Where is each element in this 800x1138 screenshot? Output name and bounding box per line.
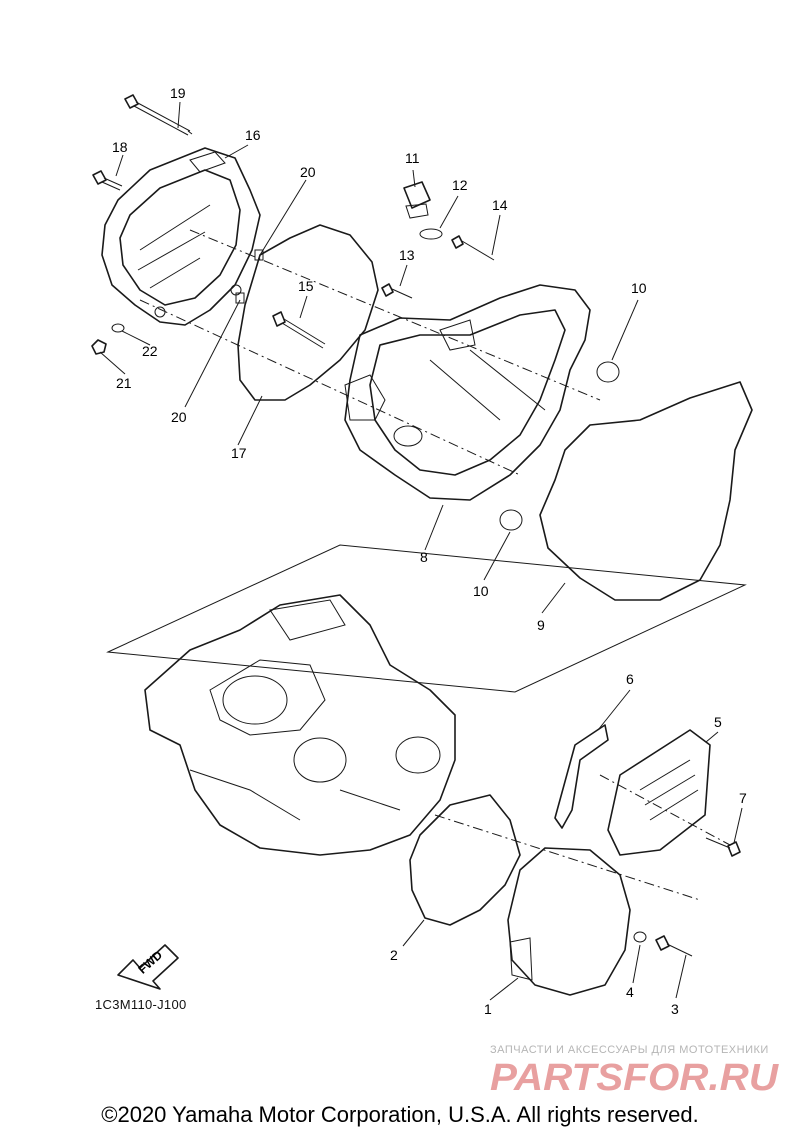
crankcase-cover-right <box>344 284 591 501</box>
bolt-15 <box>272 311 326 349</box>
callout-14: 14 <box>492 197 508 213</box>
copyright-notice: ©2020 Yamaha Motor Corporation, U.S.A. A… <box>101 1102 699 1127</box>
callout-10-lower: 10 <box>473 583 489 599</box>
callout-13: 13 <box>399 247 415 263</box>
screw-7 <box>705 837 741 857</box>
callout-9: 9 <box>537 617 545 633</box>
crankcase-block <box>144 594 456 856</box>
callout-20-top: 20 <box>300 164 316 180</box>
callout-5: 5 <box>714 714 722 730</box>
callout-1: 1 <box>484 1001 492 1017</box>
callout-labels: 19 18 16 20 22 21 20 17 11 12 14 13 15 1… <box>112 85 747 1017</box>
fwd-label: FWD <box>135 948 165 977</box>
callout-15: 15 <box>298 278 314 294</box>
callout-6: 6 <box>626 671 634 687</box>
callout-2: 2 <box>390 947 398 963</box>
o-ring-12 <box>419 228 443 240</box>
clutch-cover-gasket <box>237 224 379 401</box>
alignment-line-lower <box>434 774 731 901</box>
washer-22 <box>111 323 125 333</box>
crankcase-cover-gasket <box>539 381 753 601</box>
watermark-tagline: ЗАПЧАСТИ И АКСЕССУАРЫ ДЛЯ МОТОТЕХНИКИ <box>490 1044 769 1056</box>
watermark-logo-text: PARTSFOR.RU <box>490 1057 780 1098</box>
bolt-14 <box>451 235 495 261</box>
alignment-line-upper <box>139 229 601 476</box>
generator-cover-1 <box>507 847 631 996</box>
callout-19: 19 <box>170 85 186 101</box>
callout-21: 21 <box>116 375 132 391</box>
callout-8: 8 <box>420 549 428 565</box>
diagram-code: 1C3M110-J100 <box>95 997 187 1012</box>
bolt-21 <box>91 339 107 355</box>
washer-4 <box>633 931 647 943</box>
fwd-arrow-icon: FWD <box>117 944 179 990</box>
callout-20-bottom: 20 <box>171 409 187 425</box>
callout-11: 11 <box>405 150 420 166</box>
callout-17: 17 <box>231 445 247 461</box>
callout-3: 3 <box>671 1001 679 1017</box>
callout-16: 16 <box>245 127 261 143</box>
guard-5 <box>607 729 711 856</box>
bolt-19 <box>124 94 193 136</box>
generator-cover-gasket-2 <box>409 794 521 926</box>
callout-7: 7 <box>739 790 747 806</box>
callout-22: 22 <box>142 343 158 359</box>
bolt-3 <box>655 935 693 957</box>
outer-clutch-cover <box>101 147 261 326</box>
bracket-6 <box>554 724 609 829</box>
oil-filler-cap-11 <box>403 181 431 219</box>
dowel-10-lower <box>499 509 523 531</box>
callout-10-upper: 10 <box>631 280 647 296</box>
callout-12: 12 <box>452 177 468 193</box>
callout-4: 4 <box>626 984 634 1000</box>
dowel-10-upper <box>596 361 620 383</box>
bolt-13 <box>381 283 413 299</box>
bolt-18 <box>92 170 123 191</box>
watermark-logo: PARTSFOR.RU <box>490 1057 780 1098</box>
callout-18: 18 <box>112 139 128 155</box>
leader-lines <box>99 101 743 1001</box>
alignment-plane <box>106 544 747 693</box>
